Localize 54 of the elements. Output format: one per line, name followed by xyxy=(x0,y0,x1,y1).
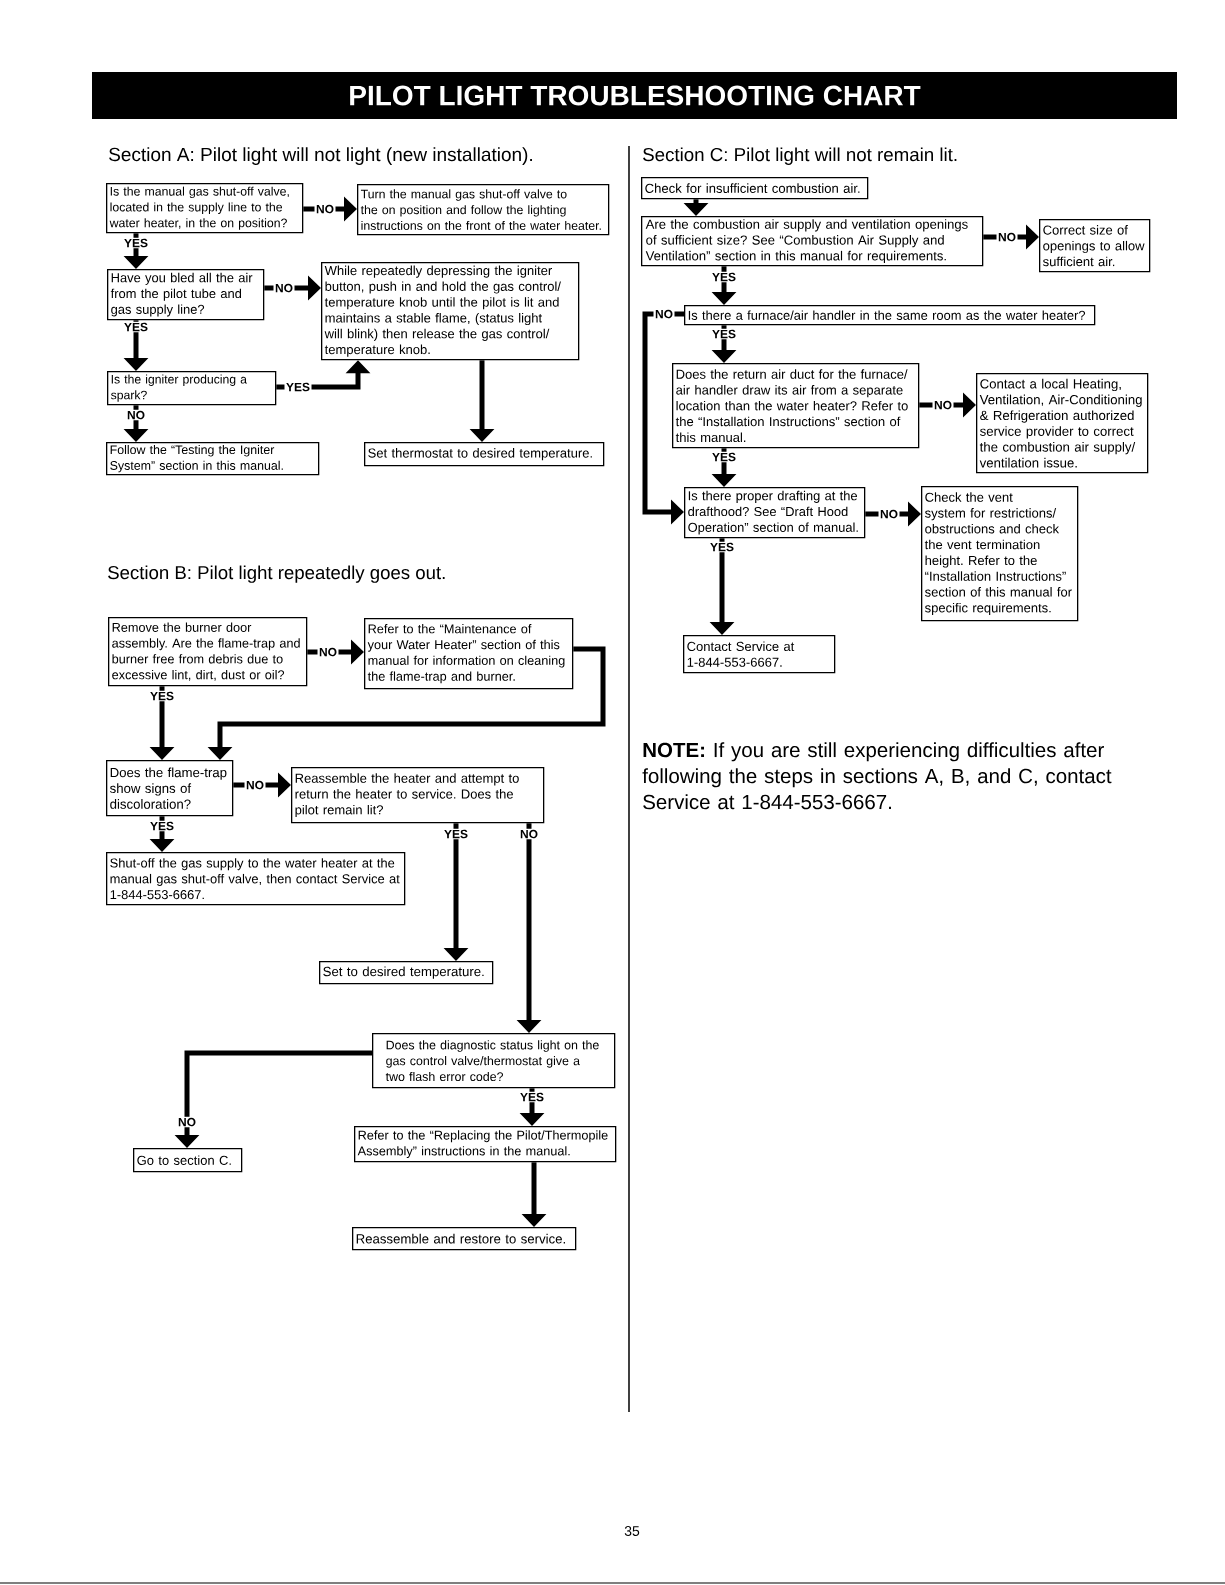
flowchart-box: Turn the manual gas shut-off valve to the on position and follow the lighting instructions on the front of the water heater. xyxy=(357,184,610,236)
flowchart-box: Have you bled all the air from the pilot tube and gas supply line? xyxy=(107,269,265,321)
edge-label: NO xyxy=(244,779,266,791)
edge-label: NO xyxy=(125,409,147,421)
flowchart-box: Is the manual gas shut-off valve, located in the supply line to the water heater, in the on position? xyxy=(106,183,304,234)
flowchart-box: Correct size of openings to allow sufficient air. xyxy=(1039,219,1151,273)
flowchart-box: Remove the burner door assembly. Are the flame-trap and burner free from debris due to excessive lint, dirt, dust or oil? xyxy=(108,617,308,687)
flowchart-box: Check for insufficient combustion air. xyxy=(641,177,869,200)
flowchart-box: Refer to the “Replacing the Pilot/Thermopile Assembly” instructions in the manual. xyxy=(354,1126,617,1163)
flowchart-box: Set thermostat to desired temperature. xyxy=(364,442,605,467)
edge-label: NO xyxy=(653,308,675,320)
edge-label: NO xyxy=(996,231,1018,243)
flowchart-box: Contact a local Heating, Ventilation, Air-Conditioning & Refrigeration authorized service provider to correct the combustion air supply/ ventilation issue. xyxy=(976,373,1149,474)
flowchart-box: Does the return air duct for the furnace/ air handler draw its air from a separate location than the water heater? Refer to the “Installation Instructions” section of this manual. xyxy=(672,363,920,449)
edge-label: NO xyxy=(273,282,295,294)
edge-label: YES xyxy=(710,451,738,463)
flowchart-box: While repeatedly depressing the igniter button, push in and hold the gas control/ temperature knob until the pilot is lit and maintains a stable flame, (status light will blink) then release the gas control/ temperature knob. xyxy=(321,262,580,361)
flowchart-box: Follow the “Testing the Igniter System” section in this manual. xyxy=(106,442,320,476)
flowchart-box: Go to section C. xyxy=(133,1148,243,1173)
edge-label: YES xyxy=(122,237,150,249)
edge-label: NO xyxy=(314,203,336,215)
edge-label: YES xyxy=(148,690,176,702)
edge-label: NO xyxy=(518,828,540,840)
flowchart-box: Are the combustion air supply and ventilation openings of sufficient size? See “Combustion Air Supply and Ventilation” section in this manual for requirements. xyxy=(641,216,984,267)
flowchart-box: Reassemble the heater and attempt to return the heater to service. Does the pilot remain lit? xyxy=(291,767,545,824)
edge-label: YES xyxy=(148,820,176,832)
edge-label: YES xyxy=(710,328,738,340)
section-heading: Section B: Pilot light repeatedly goes out. xyxy=(108,565,445,583)
edge-label: YES xyxy=(518,1091,546,1103)
flowchart-box: Is there proper drafting at the drafthood? See “Draft Hood Operation” section of manual. xyxy=(684,487,866,539)
edge-label: YES xyxy=(122,321,150,333)
edge-label: YES xyxy=(442,828,470,840)
flowchart-box: Does the diagnostic status light on the gas control valve/thermostat give a two flash error code? xyxy=(372,1033,616,1089)
flowchart-box: Is there a furnace/air handler in the same room as the water heater? xyxy=(684,305,1096,326)
flowchart-box: Is the igniter producing a spark? xyxy=(107,371,277,406)
page-number: 35 xyxy=(624,1526,640,1536)
edge-label: NO xyxy=(176,1116,198,1128)
flowchart-box: Shut-off the gas supply to the water heater at the manual gas shut-off valve, then contact Service at 1-844-553-6667. xyxy=(106,852,406,906)
edge-label: YES xyxy=(284,381,312,393)
flowchart-box: Refer to the “Maintenance of your Water Heater” section of this manual for information on cleaning the flame-trap and burner. xyxy=(364,618,574,690)
flowchart-box: Does the flame-trap show signs of discoloration? xyxy=(106,760,234,817)
edge-label: YES xyxy=(710,271,738,283)
section-heading: Section A: Pilot light will not light (new installation). xyxy=(109,147,532,165)
edge-label: NO xyxy=(878,508,900,520)
edge-label: NO xyxy=(932,399,954,411)
edge-label: YES xyxy=(708,541,736,553)
section-heading: Section C: Pilot light will not remain lit. xyxy=(643,147,957,165)
title-banner: PILOT LIGHT TROUBLESHOOTING CHART xyxy=(92,72,1177,119)
flowchart-box: Reassemble and restore to service. xyxy=(352,1227,577,1251)
edge-label: NO xyxy=(317,646,339,658)
flowchart-box: Contact Service at 1-844-553-6667. xyxy=(683,635,836,674)
flowchart-box: Set to desired temperature. xyxy=(319,961,494,985)
flowchart-box: Check the vent system for restrictions/ obstructions and check the vent termination height. Refer to the “Installation Instructions” section of this manual for specific requirements. xyxy=(921,486,1079,622)
note-text: NOTE: If you are still experiencing difficulties after following the steps in sections A, B, and C, contact Service at 1-844-553-6667. xyxy=(642,742,1112,810)
